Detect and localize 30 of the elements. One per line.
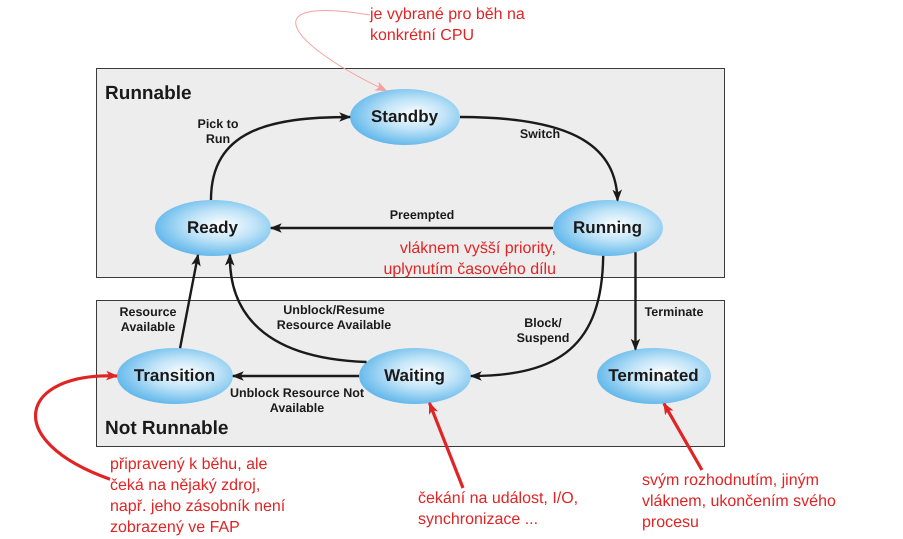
annotation-note: čekání na událost, I/O, synchronizace ...: [418, 488, 598, 530]
transition-arrow: [460, 116, 622, 202]
state-ellipse: Standby: [350, 88, 460, 144]
edge-label: Resource Available: [118, 305, 178, 335]
edge-label: Pick to Run: [196, 117, 240, 147]
leader-line: [662, 402, 704, 471]
transition-arrow: [630, 252, 640, 351]
edge-label: Block/ Suspend: [516, 316, 570, 346]
leader-line: [34, 371, 118, 481]
panel-title: Not Runnable: [105, 418, 228, 440]
transition-arrow: [210, 112, 352, 200]
leader-line: [428, 402, 464, 489]
edge-label: Unblock/Resume Resource Available: [276, 303, 392, 333]
transition-arrow: [178, 254, 201, 348]
annotation-note: je vybrané pro běh na konkrétní CPU: [370, 4, 542, 46]
edge-label: Terminate: [644, 305, 704, 320]
transition-arrow: [470, 256, 604, 380]
state-ellipse: Terminated: [596, 348, 710, 404]
transition-arrow: [225, 254, 367, 364]
transition-arrow: [232, 371, 359, 381]
transition-arrow: [270, 223, 553, 233]
edge-label: Switch: [518, 127, 562, 142]
annotation-note: svým rozhodnutím, jiným vláknem, ukončením svého procesu: [642, 470, 864, 533]
group-panel: [96, 68, 725, 278]
annotation-note: připravený k běhu, ale čeká na nějaký zdroj, např. jeho zásobník není zobrazený ve FAP: [110, 454, 300, 538]
leader-line: [295, 10, 388, 92]
group-panel: [96, 300, 725, 447]
panel-title: Runnable: [105, 83, 192, 105]
edge-label: Preempted: [388, 208, 456, 223]
state-ellipse: Ready: [154, 200, 270, 256]
